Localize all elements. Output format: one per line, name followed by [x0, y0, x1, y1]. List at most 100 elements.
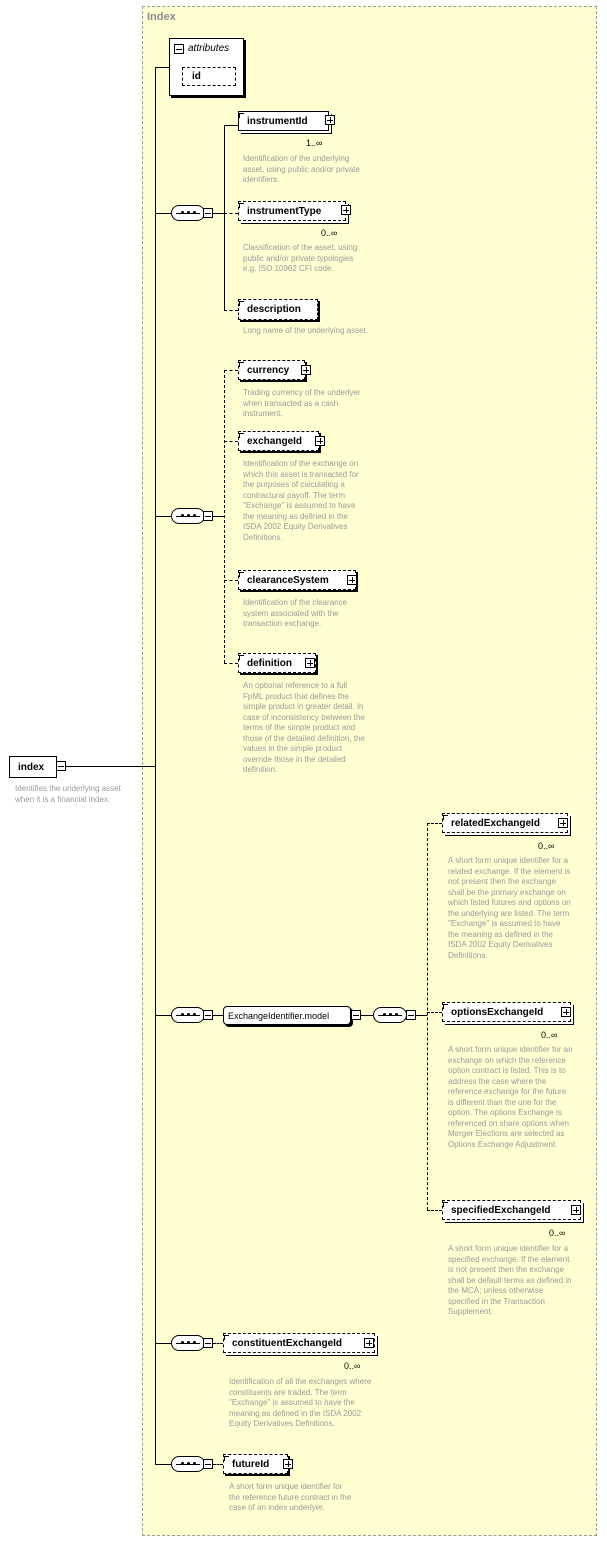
connector — [213, 1343, 223, 1344]
sequence-compositor — [373, 1007, 407, 1023]
element-instrumentId[interactable]: instrumentId — [238, 111, 329, 131]
cardinality: 0..∞ — [541, 1030, 558, 1040]
element-label: constituentExchangeId — [232, 1337, 343, 1349]
sequence-compositor — [171, 205, 205, 221]
element-description: A short form unique identifier for an ex… — [448, 1045, 573, 1149]
element-description: Identification of the exchange on which … — [243, 459, 359, 542]
connector — [224, 441, 238, 442]
element-label: currency — [247, 364, 290, 376]
expand-icon[interactable] — [315, 436, 325, 446]
element-label: instrumentType — [247, 205, 322, 217]
element-description-node[interactable]: description — [238, 299, 318, 320]
element-description: Identification of the clearance system a… — [243, 598, 348, 628]
connector — [427, 823, 428, 1210]
connector — [361, 1015, 373, 1016]
group-exchange-identifier-model[interactable]: ExchangeIdentifier.model — [223, 1006, 351, 1025]
cardinality: 0..∞ — [321, 228, 338, 238]
connector — [155, 516, 171, 517]
expand-icon[interactable] — [283, 1459, 293, 1469]
expand-icon[interactable] — [558, 818, 568, 828]
expand-icon[interactable] — [571, 1205, 581, 1215]
connector — [155, 213, 171, 214]
expand-icon[interactable] — [301, 365, 311, 375]
element-description: Identification of the underlying asset, … — [243, 154, 360, 184]
element-clearanceSystem[interactable]: clearanceSystem — [238, 570, 356, 590]
element-currency[interactable]: currency — [238, 360, 305, 380]
element-label: definition — [247, 657, 292, 669]
connector — [224, 370, 225, 663]
element-label: instrumentId — [247, 115, 308, 127]
connector — [416, 1015, 427, 1016]
element-label: futureId — [232, 1458, 270, 1470]
connector — [213, 1015, 223, 1016]
connector — [155, 1343, 171, 1344]
connector — [213, 213, 224, 214]
connector — [66, 766, 155, 767]
collapse-icon[interactable] — [56, 761, 66, 771]
connector-trunk — [155, 67, 156, 1464]
element-instrumentType[interactable]: instrumentType — [238, 201, 346, 221]
connector — [213, 1464, 223, 1465]
element-constituentExchangeId[interactable]: constituentExchangeId — [223, 1333, 375, 1353]
collapse-icon[interactable] — [203, 1459, 213, 1469]
connector — [224, 580, 238, 581]
element-description: Long name of the underlying asset. — [243, 326, 368, 335]
element-futureId[interactable]: futureId — [223, 1454, 288, 1474]
element-label: specifiedExchangeId — [451, 1204, 551, 1216]
attribute-id[interactable]: id — [182, 67, 236, 86]
element-label: optionsExchangeId — [451, 1006, 544, 1018]
sequence-compositor — [171, 1007, 205, 1023]
expand-icon[interactable] — [561, 1007, 571, 1017]
element-description: An optional reference to a full FpML pro… — [243, 681, 365, 774]
element-label: description — [247, 304, 301, 315]
expand-icon[interactable] — [347, 575, 357, 585]
collapse-icon[interactable] — [203, 1010, 213, 1020]
expand-icon[interactable] — [305, 658, 315, 668]
connector — [224, 213, 238, 214]
collapse-icon[interactable] — [174, 44, 184, 54]
element-description: Classification of the asset, using publi… — [243, 243, 358, 273]
connector — [155, 67, 169, 68]
element-relatedExchangeId[interactable]: relatedExchangeId — [442, 813, 568, 833]
element-description: A short form unique identifier for a rel… — [448, 856, 571, 960]
collapse-icon[interactable] — [406, 1010, 416, 1020]
element-definition[interactable]: definition — [238, 653, 316, 673]
connector — [224, 663, 238, 664]
connector — [155, 1015, 171, 1016]
attributes-label: attributes — [188, 43, 230, 54]
collapse-icon[interactable] — [203, 1338, 213, 1348]
connector — [427, 823, 442, 824]
element-exchangeId[interactable]: exchangeId — [238, 431, 319, 451]
cardinality: 0..∞ — [538, 841, 555, 851]
cardinality: 1..∞ — [306, 138, 323, 148]
connector — [155, 1464, 171, 1465]
connector — [224, 370, 238, 371]
index-type-panel — [142, 6, 597, 1536]
cardinality: 0..∞ — [344, 1361, 361, 1371]
element-label: relatedExchangeId — [451, 817, 540, 829]
group-label: ExchangeIdentifier.model — [228, 1010, 330, 1021]
expand-icon[interactable] — [364, 1338, 374, 1348]
sequence-compositor — [171, 1456, 205, 1472]
connector — [224, 310, 238, 311]
element-description: A short form unique identifier for the r… — [229, 1482, 352, 1512]
expand-icon[interactable] — [341, 205, 351, 215]
expand-icon[interactable] — [325, 115, 335, 125]
sequence-compositor — [171, 1335, 205, 1351]
connector — [224, 125, 238, 126]
element-label: exchangeId — [247, 435, 303, 447]
panel-title: Index — [147, 11, 176, 23]
element-description: Trading currency of the underlyer when t… — [243, 388, 361, 418]
element-description: Identification of all the exchanges wher… — [229, 1377, 372, 1428]
collapse-icon[interactable] — [203, 208, 213, 218]
collapse-icon[interactable] — [203, 511, 213, 521]
connector — [427, 1210, 442, 1211]
element-specifiedExchangeId[interactable]: specifiedExchangeId — [442, 1200, 581, 1220]
attributes-panel: attributes id — [169, 38, 244, 96]
root-element-index[interactable]: index — [9, 756, 57, 778]
collapse-icon[interactable] — [351, 1010, 361, 1020]
connector — [224, 125, 225, 310]
cardinality: 0..∞ — [549, 1228, 566, 1238]
element-optionsExchangeId[interactable]: optionsExchangeId — [442, 1002, 571, 1022]
